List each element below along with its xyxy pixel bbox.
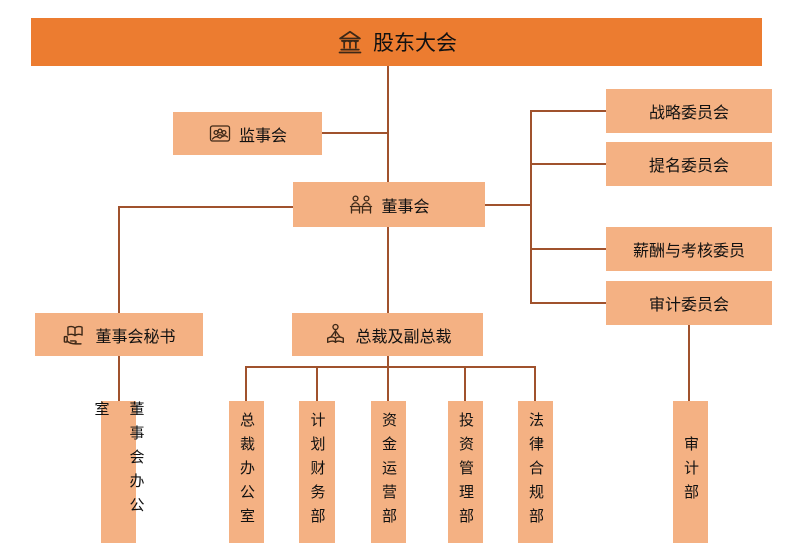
connector-committees-spine <box>530 110 532 304</box>
node-investment-management-dept[interactable]: 投资管理部 <box>448 401 483 543</box>
node-president-office-label: 总裁办公室 <box>238 412 255 532</box>
connector-board-president <box>387 227 389 313</box>
connector-drop-legal <box>534 366 536 401</box>
connector-committee-compensation <box>530 248 606 250</box>
connector-board-left <box>118 206 293 208</box>
node-audit-committee[interactable]: 审计委员会 <box>606 281 772 325</box>
node-planning-finance-dept[interactable]: 计划财务部 <box>299 401 335 543</box>
connector-root-board <box>387 66 389 182</box>
node-audit-committee-label: 审计委员会 <box>648 297 729 314</box>
node-nomination-committee-label: 提名委员会 <box>648 158 729 175</box>
node-supervisory-board[interactable]: 监事会 <box>173 112 322 155</box>
node-board-secretary-label: 董事会秘书 <box>95 328 176 346</box>
node-board-of-directors[interactable]: 董事会 <box>293 182 485 227</box>
node-strategy-committee[interactable]: 战略委员会 <box>606 89 772 133</box>
node-president[interactable]: 总裁及副总裁 <box>292 313 483 356</box>
connector-committee-strategy <box>530 110 606 112</box>
connector-auditcommittee-auditdept <box>688 325 690 401</box>
bank-icon <box>336 28 364 56</box>
connector-secretary-office <box>118 356 120 401</box>
node-shareholders-meeting[interactable]: 股东大会 <box>31 18 762 66</box>
node-president-office[interactable]: 总裁办公室 <box>229 401 264 543</box>
node-planning-finance-dept-label: 计划财务部 <box>308 412 326 532</box>
connector-drop-capital <box>387 356 389 401</box>
node-audit-dept[interactable]: 审计部 <box>673 401 708 543</box>
node-capital-operations-dept-label: 资金运营部 <box>380 412 397 532</box>
connector-committee-nomination <box>530 163 606 165</box>
node-strategy-committee-label: 战略委员会 <box>648 105 729 122</box>
node-audit-dept-label: 审计部 <box>682 436 699 508</box>
connector-drop-president-office <box>245 366 247 401</box>
group-frame-icon <box>208 122 232 146</box>
connector-committee-audit <box>530 302 606 304</box>
connector-board-right <box>485 204 532 206</box>
connector-drop-finance <box>316 366 318 401</box>
node-nomination-committee[interactable]: 提名委员会 <box>606 142 772 186</box>
connector-drop-investment <box>464 366 466 401</box>
node-legal-compliance-dept[interactable]: 法律合规部 <box>518 401 553 543</box>
book-hand-icon <box>62 322 88 348</box>
node-board-office[interactable]: 董事会办公室 <box>93 401 145 543</box>
node-shareholders-meeting-label: 股东大会 <box>373 32 457 55</box>
node-board-of-directors-label: 董事会 <box>381 198 430 216</box>
node-compensation-committee[interactable]: 薪酬与考核委员 <box>606 227 772 271</box>
connector-supervisory <box>322 132 388 134</box>
node-compensation-committee-label: 薪酬与考核委员 <box>632 243 745 260</box>
two-people-icon <box>348 193 374 217</box>
node-president-label: 总裁及副总裁 <box>355 328 452 346</box>
node-board-secretary[interactable]: 董事会秘书 <box>35 313 203 356</box>
node-capital-operations-dept[interactable]: 资金运营部 <box>371 401 406 543</box>
presenter-icon <box>323 322 348 347</box>
node-investment-management-dept-label: 投资管理部 <box>457 412 474 532</box>
connector-president-fan <box>245 366 536 368</box>
node-board-office-label: 董事会办公室 <box>92 401 145 521</box>
connector-secretary-drop <box>118 206 120 313</box>
node-supervisory-board-label: 监事会 <box>238 127 287 145</box>
node-legal-compliance-dept-label: 法律合规部 <box>527 412 544 532</box>
